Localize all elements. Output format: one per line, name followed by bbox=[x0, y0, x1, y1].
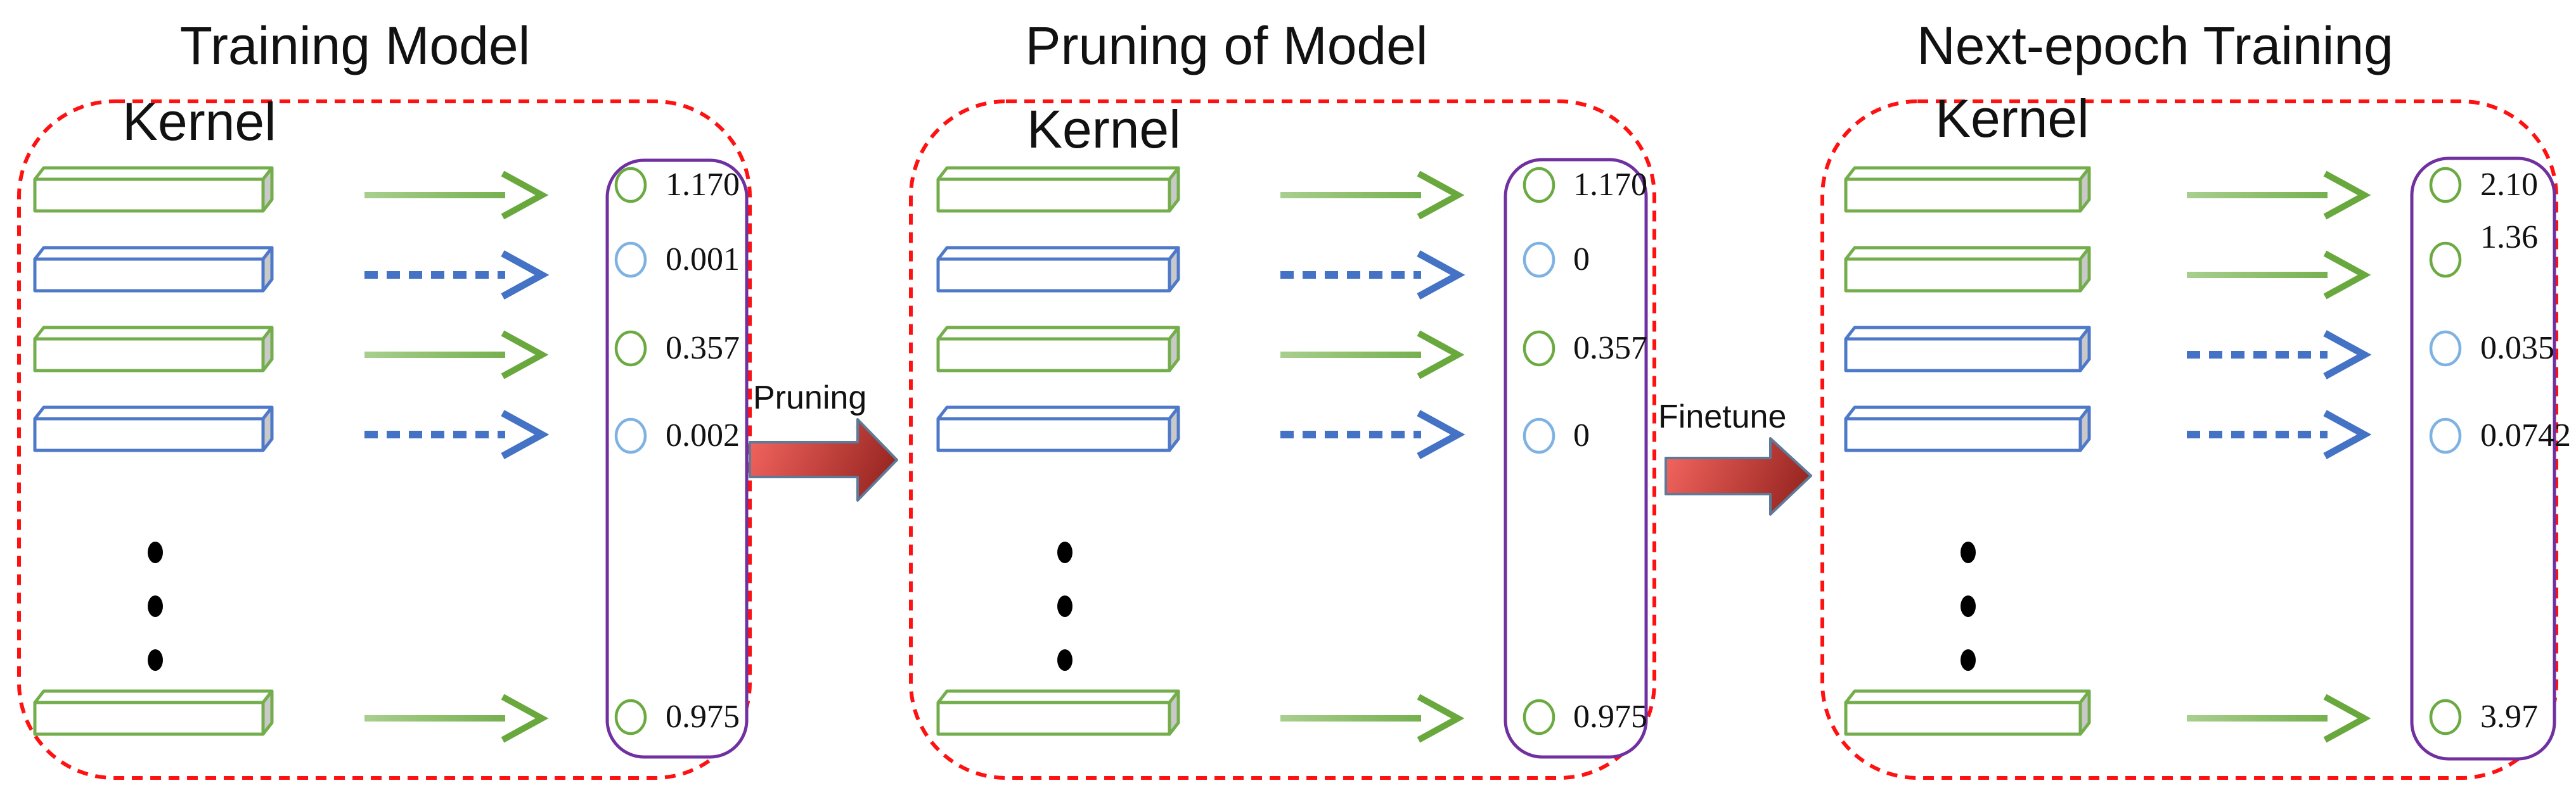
ellipsis-dot bbox=[1057, 595, 1072, 617]
dashed-arrow bbox=[2187, 410, 2372, 459]
kernel-bar-green bbox=[33, 326, 274, 372]
score-value: 0 bbox=[1573, 241, 1590, 277]
ellipsis-dot bbox=[1057, 649, 1072, 671]
ellipsis-dot bbox=[148, 649, 163, 671]
score-circle bbox=[2429, 241, 2462, 278]
score-value: 0.357 bbox=[1573, 330, 1647, 366]
pruning-arrow bbox=[749, 418, 898, 502]
solid-arrow bbox=[2187, 694, 2371, 743]
kernel-bar-blue bbox=[936, 246, 1180, 293]
kernel-bar-blue bbox=[936, 405, 1180, 452]
kernel-bar-green bbox=[33, 166, 274, 213]
kernel-bar-green bbox=[33, 689, 274, 736]
score-box bbox=[1504, 158, 1648, 759]
solid-arrow bbox=[1280, 694, 1465, 743]
dashed-arrow bbox=[1280, 410, 1465, 459]
score-value: 1.170 bbox=[666, 167, 740, 203]
score-circle bbox=[1523, 330, 1555, 367]
score-circle bbox=[614, 330, 647, 367]
panel-dashed-border bbox=[1820, 99, 2558, 780]
score-value: 1.36 bbox=[2480, 219, 2538, 255]
score-circle bbox=[614, 167, 647, 203]
score-circle bbox=[2429, 330, 2462, 367]
ellipsis-dot bbox=[148, 595, 163, 617]
kernel-bar-green bbox=[1844, 166, 2091, 213]
score-value: 0.035 bbox=[2480, 330, 2554, 366]
solid-arrow bbox=[1280, 330, 1465, 379]
score-value: 0.975 bbox=[1573, 699, 1647, 735]
score-circle bbox=[1523, 241, 1555, 278]
pruning-arrow-label: Pruning bbox=[753, 379, 867, 416]
solid-arrow bbox=[364, 694, 549, 743]
score-value: 3.97 bbox=[2480, 699, 2538, 735]
kernel-bar-green bbox=[1844, 689, 2091, 736]
kernel-bar-blue bbox=[33, 405, 274, 452]
kernel-bar-blue bbox=[1844, 405, 2091, 452]
solid-arrow bbox=[1280, 170, 1465, 220]
score-value: 0.001 bbox=[666, 241, 740, 277]
score-box bbox=[2410, 156, 2556, 761]
score-circle bbox=[1523, 699, 1555, 735]
score-value: 0.002 bbox=[666, 417, 740, 454]
kernel-bar-green bbox=[1844, 246, 2091, 293]
kernel-bar-blue bbox=[33, 246, 274, 293]
score-circle bbox=[2429, 417, 2462, 454]
kernel-label: Kernel bbox=[1027, 99, 1181, 159]
finetune-arrow bbox=[1665, 437, 1812, 516]
score-value: 0.0742 bbox=[2480, 417, 2571, 454]
score-value: 0.975 bbox=[666, 699, 740, 735]
score-box bbox=[605, 158, 749, 759]
score-value: 0 bbox=[1573, 417, 1590, 454]
kernel-bar-blue bbox=[1844, 326, 2091, 372]
ellipsis-dot bbox=[1961, 649, 1976, 671]
panel-next-epoch-training bbox=[1820, 99, 2558, 780]
kernel-bar-green bbox=[936, 689, 1180, 736]
panel-title: Next-epoch Training bbox=[1917, 16, 2393, 75]
score-value: 2.10 bbox=[2480, 167, 2538, 203]
finetune-arrow-label: Finetune bbox=[1658, 398, 1787, 435]
dashed-arrow bbox=[1280, 250, 1465, 300]
kernel-bar-green bbox=[936, 166, 1180, 213]
score-circle bbox=[1523, 417, 1555, 454]
solid-arrow bbox=[2187, 250, 2371, 300]
panel-dashed-border bbox=[909, 99, 1656, 780]
score-value: 1.170 bbox=[1573, 167, 1647, 203]
dashed-arrow bbox=[364, 410, 550, 459]
solid-arrow bbox=[364, 170, 549, 220]
score-circle bbox=[614, 699, 647, 735]
score-circle bbox=[2429, 699, 2462, 735]
score-circle bbox=[614, 417, 647, 454]
panel-title: Training Model bbox=[179, 16, 531, 75]
ellipsis-dot bbox=[148, 542, 163, 563]
score-value: 0.357 bbox=[666, 330, 740, 366]
panel-training-model bbox=[17, 99, 752, 780]
dashed-arrow bbox=[2187, 330, 2372, 379]
solid-arrow bbox=[364, 330, 549, 379]
ellipsis-dot bbox=[1961, 542, 1976, 563]
panel-title: Pruning of Model bbox=[1025, 16, 1428, 75]
ellipsis-dot bbox=[1961, 595, 1976, 617]
solid-arrow bbox=[2187, 170, 2371, 220]
score-circle bbox=[614, 241, 647, 278]
kernel-label: Kernel bbox=[122, 92, 276, 151]
panel-pruning-of-model bbox=[909, 99, 1656, 780]
dashed-arrow bbox=[364, 250, 550, 300]
score-circle bbox=[1523, 167, 1555, 203]
kernel-bar-green bbox=[936, 326, 1180, 372]
ellipsis-dot bbox=[1057, 542, 1072, 563]
kernel-label: Kernel bbox=[1935, 89, 2089, 148]
score-circle bbox=[2429, 167, 2462, 203]
